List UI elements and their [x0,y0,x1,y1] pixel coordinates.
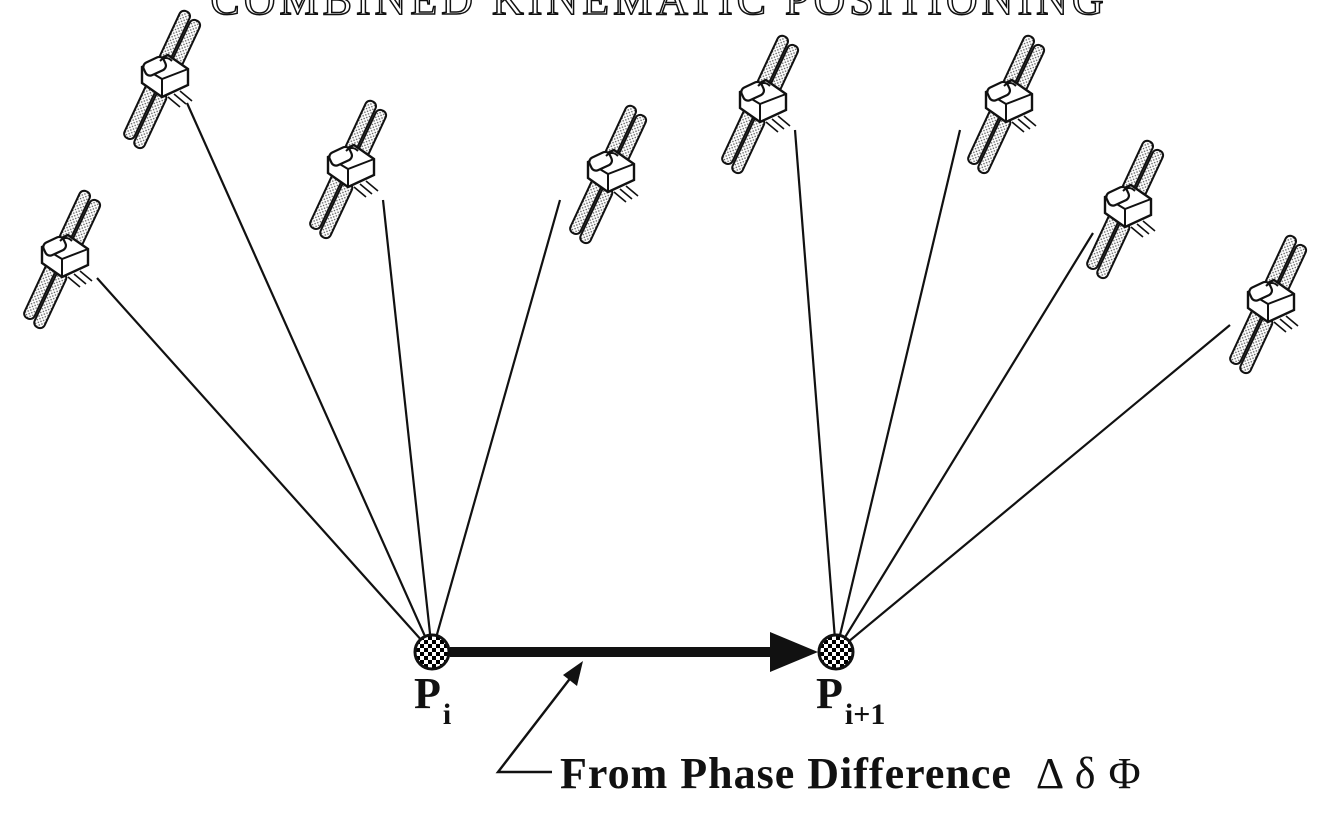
signal-line [96,277,433,653]
caption-text: From Phase Difference [560,749,1012,798]
diagram-title: COMBINED KINEMATIC POSITIONING [0,0,1318,25]
checkered-receiver-icon [413,633,451,671]
point-letter: P [414,669,441,718]
satellite-icon [305,97,391,241]
point-subscript: i+1 [844,698,886,731]
satellite-icon [565,102,651,246]
satellite-icon [717,32,803,176]
signal-line [834,129,962,653]
signal-line [430,199,562,653]
arrowhead [770,632,818,672]
pointer-line [495,675,573,774]
point-letter: P [816,669,843,718]
satellite-icon [1225,232,1311,376]
signal-line [381,199,434,653]
point-label-i-plus-1: Pi+1 [816,669,885,732]
satellite-icon [1082,137,1168,281]
signal-line [793,129,838,653]
point-label-i: Pi [414,669,451,732]
signal-line [185,102,434,653]
checkered-receiver-icon [817,633,855,671]
satellite-icon [19,187,105,331]
point-subscript: i [442,698,452,731]
signal-line [835,232,1094,653]
pointer-arrowhead [563,661,583,686]
caption-symbols: Δ δ Φ [1035,749,1142,798]
caption: From Phase Difference Δ δ Φ [560,748,1142,799]
satellite-icon [963,32,1049,176]
signal-line [835,324,1231,653]
satellite-icon [119,7,205,151]
